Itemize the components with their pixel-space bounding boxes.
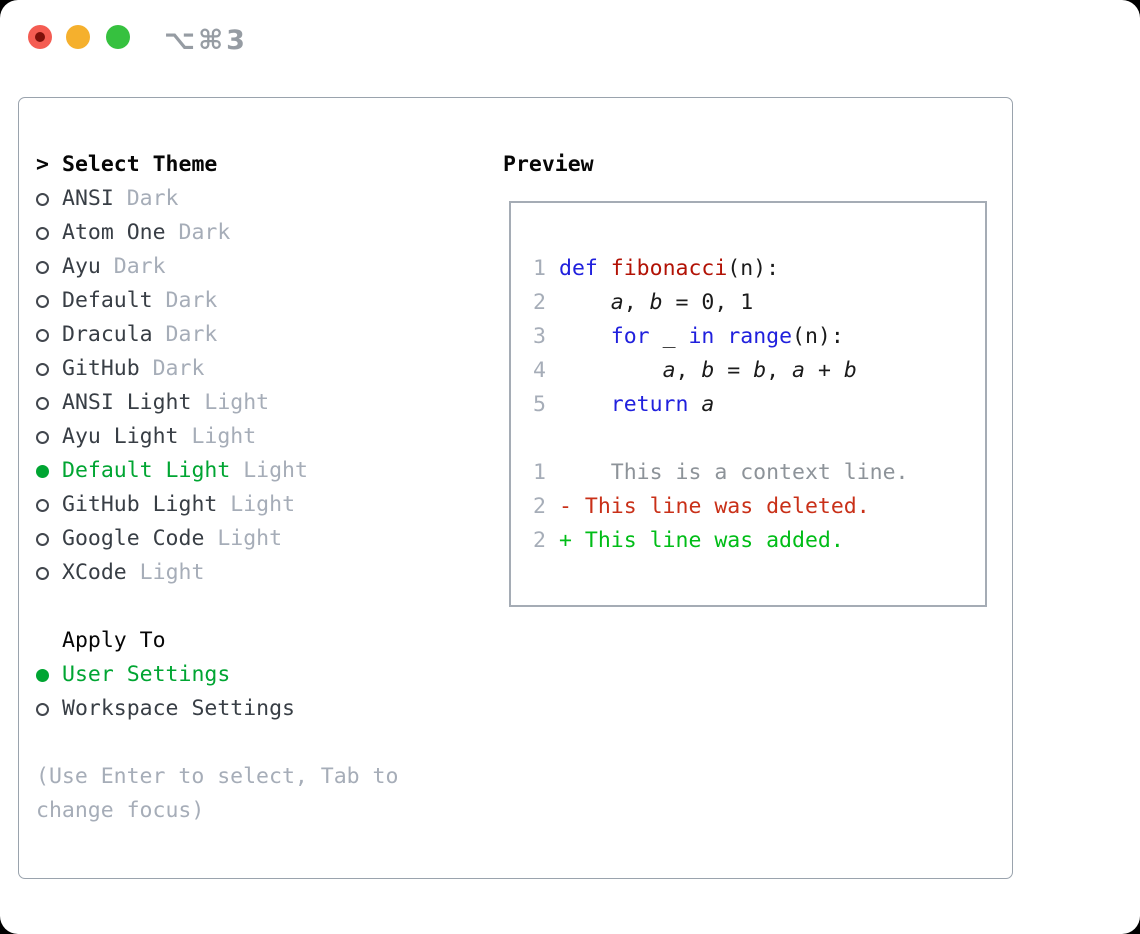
line-number: 5 (533, 392, 546, 417)
theme-name: Ayu (62, 254, 101, 279)
theme-option-dracula[interactable]: Dracula Dark (36, 318, 436, 352)
diff-text: - This line was deleted. (559, 494, 870, 519)
window-title: ⌥⌘3 (164, 25, 248, 56)
apply-option-user-settings[interactable]: User Settings (36, 658, 436, 692)
diff-text: + This line was added. (559, 528, 844, 553)
theme-variant: Dark (165, 220, 231, 245)
radio-selected-icon (36, 668, 49, 682)
theme-variant: Dark (113, 186, 179, 211)
diff-text: This is a context line. (559, 460, 909, 485)
prompt-icon: > (36, 152, 49, 177)
theme-variant: Dark (152, 288, 218, 313)
radio-icon (36, 702, 49, 716)
code-text: a, b = 0, 1 (610, 290, 754, 315)
theme-name: XCode (62, 560, 127, 585)
code-text: return a (610, 392, 715, 417)
preview-title: Preview (503, 152, 594, 177)
apply-to-header-row: Apply To (36, 624, 436, 658)
theme-option-default[interactable]: Default Dark (36, 284, 436, 318)
apply-option-workspace-settings[interactable]: Workspace Settings (36, 692, 436, 726)
code-text: def fibonacci(n): (559, 256, 780, 281)
help-text: (Use Enter to select, Tab to change focu… (36, 764, 399, 823)
code-text: a, b = b, a + b (662, 358, 857, 383)
apply-to-header: Apply To (62, 628, 166, 653)
theme-option-github[interactable]: GitHub Dark (36, 352, 436, 386)
diff-block: 1 This is a context line. 2 - This line wa… (533, 456, 909, 558)
theme-variant: Dark (100, 254, 166, 279)
theme-variant: Light (178, 424, 257, 449)
theme-name: GitHub (62, 356, 140, 381)
select-theme-header-row: > Select Theme (36, 148, 436, 182)
theme-option-atom-one[interactable]: Atom One Dark (36, 216, 436, 250)
line-number: 1 (533, 256, 546, 281)
theme-name: Dracula (62, 322, 153, 347)
code-line: 3 for _ in range(n): (533, 320, 909, 354)
radio-icon (36, 430, 49, 444)
titlebar: ⌥⌘3 (0, 0, 1140, 80)
theme-option-github-light[interactable]: GitHub Light Light (36, 488, 436, 522)
theme-option-xcode[interactable]: XCode Light (36, 556, 436, 590)
code-line: 4 a, b = b, a + b (533, 354, 909, 388)
theme-variant: Light (191, 390, 270, 415)
apply-option-label: User Settings (62, 662, 231, 687)
radio-icon (36, 192, 49, 206)
code-line: 5 return a (533, 388, 909, 422)
diff-line-deleted: 2 - This line was deleted. (533, 490, 909, 524)
apply-option-label: Workspace Settings (62, 696, 295, 721)
theme-name: ANSI Light (62, 390, 192, 415)
zoom-button[interactable] (106, 25, 130, 49)
line-number: 2 (533, 528, 546, 553)
theme-option-ayu-light[interactable]: Ayu Light Light (36, 420, 436, 454)
theme-option-ansi-light[interactable]: ANSI Light Light (36, 386, 436, 420)
theme-variant: Dark (152, 322, 218, 347)
theme-variant: Light (204, 526, 283, 551)
theme-variant: Light (217, 492, 296, 517)
radio-icon (36, 362, 49, 376)
theme-name: Atom One (62, 220, 166, 245)
theme-name: GitHub Light (62, 492, 218, 517)
line-number: 2 (533, 290, 546, 315)
theme-variant: Light (126, 560, 205, 585)
line-number: 2 (533, 494, 546, 519)
radio-icon (36, 396, 49, 410)
theme-name: Google Code (62, 526, 205, 551)
close-button[interactable] (28, 25, 52, 49)
theme-option-google-code[interactable]: Google Code Light (36, 522, 436, 556)
radio-icon (36, 226, 49, 240)
theme-variant: Light (230, 458, 308, 483)
code-line: 1 def fibonacci(n): (533, 252, 909, 286)
diff-line-added: 2 + This line was added. (533, 524, 909, 558)
theme-option-ayu[interactable]: Ayu Dark (36, 250, 436, 284)
radio-selected-icon (36, 464, 49, 478)
radio-icon (36, 498, 49, 512)
code-line: 2 a, b = 0, 1 (533, 286, 909, 320)
code-text: for _ in range(n): (610, 324, 844, 349)
line-number: 3 (533, 324, 546, 349)
theme-variant: Dark (139, 356, 205, 381)
line-number: 1 (533, 460, 546, 485)
theme-name: Default (62, 288, 153, 313)
radio-icon (36, 328, 49, 342)
theme-name: Ayu Light (62, 424, 179, 449)
theme-name: Default Light (62, 458, 231, 483)
theme-option-ansi[interactable]: ANSI Dark (36, 182, 436, 216)
theme-option-default-light[interactable]: Default Light Light (36, 454, 436, 488)
radio-icon (36, 260, 49, 274)
select-theme-header: Select Theme (62, 152, 218, 177)
diff-line-context: 1 This is a context line. (533, 456, 909, 490)
line-number: 4 (533, 358, 546, 383)
radio-icon (36, 294, 49, 308)
radio-icon (36, 566, 49, 580)
minimize-button[interactable] (66, 25, 90, 49)
theme-name: ANSI (62, 186, 114, 211)
radio-icon (36, 532, 49, 546)
